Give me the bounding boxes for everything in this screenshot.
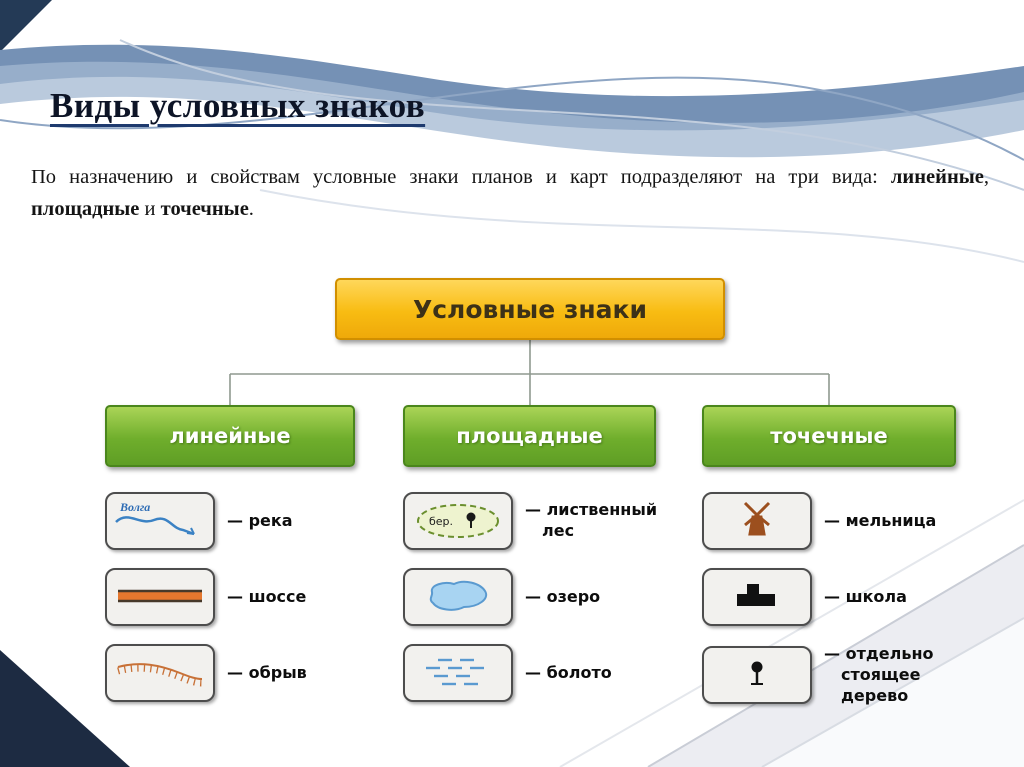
intro-bold-areal: площадные [31,197,140,220]
branch-label: площадные [456,424,603,448]
legend-label: — обрыв [227,662,307,682]
legend-item-river: Волга — река [105,492,373,550]
intro-sep-1: , [983,166,989,188]
forest-abbr-text: бер. [429,515,453,528]
symbol-box: бер. [403,492,513,550]
lake-icon [429,580,488,611]
symbol-box [702,492,812,550]
intro-text: По назначению и свойствам условные знаки… [31,166,891,188]
tree-icon [751,661,763,686]
deciduous-forest-icon: бер. [417,504,499,538]
intro-bold-point: точечные [160,197,249,220]
column-point: точечные — мельница [702,405,970,706]
highway-icon [118,589,202,603]
legend-label: — лиственный лес [525,500,658,540]
branch-node-point: точечные [702,405,956,467]
intro-paragraph: По назначению и свойствам условные знаки… [31,162,989,226]
legend-item-mill: — мельница [702,492,970,550]
legend-item-highway: — шоссе [105,568,373,626]
column-linear: линейные Волга — река — шоссе [105,405,373,702]
legend-item-lone-tree: — отдельно стоящее дерево [702,644,970,706]
legend-item-lake: — озеро [403,568,671,626]
connector-lines [229,338,830,407]
legend-item-school: — школа [702,568,970,626]
symbol-box [105,644,215,702]
symbol-box [702,568,812,626]
branch-label: линейные [169,424,291,448]
windmill-icon [743,501,771,536]
swamp-icon [426,658,484,686]
top-left-corner-triangle [0,0,52,52]
legend-label: — мельница [824,510,937,530]
root-node-label: Условные знаки [412,294,648,324]
slide-title: Виды условных знаков [50,86,426,125]
root-node: Условные знаки [335,278,725,340]
branch-label: точечные [770,424,888,448]
legend-label: — школа [824,586,907,606]
legend-item-forest: бер. — лиственный лес [403,492,671,550]
branch-node-areal: площадные [403,405,656,467]
symbol-box: Волга [105,492,215,550]
legend-label: — река [227,510,293,530]
river-icon: Волга [115,500,195,536]
symbol-box [105,568,215,626]
symbol-box [403,568,513,626]
cliff-icon [117,663,203,687]
legend-label: — шоссе [227,586,307,606]
river-name-text: Волга [119,500,150,514]
intro-bold-linear: линейные [890,166,984,188]
legend-item-cliff: — обрыв [105,644,373,702]
symbol-box [403,644,513,702]
school-icon [737,584,775,606]
symbol-box [702,646,812,705]
legend-label: — отдельно стоящее дерево [824,644,934,705]
legend-item-swamp: — болото [403,644,671,702]
column-areal: площадные бер. — лиственный лес — озеро [403,405,671,702]
branch-node-linear: линейные [105,405,355,467]
legend-label: — болото [525,662,612,682]
intro-period: . [248,197,254,220]
intro-sep-2: и [139,197,161,220]
legend-label: — озеро [525,586,601,606]
